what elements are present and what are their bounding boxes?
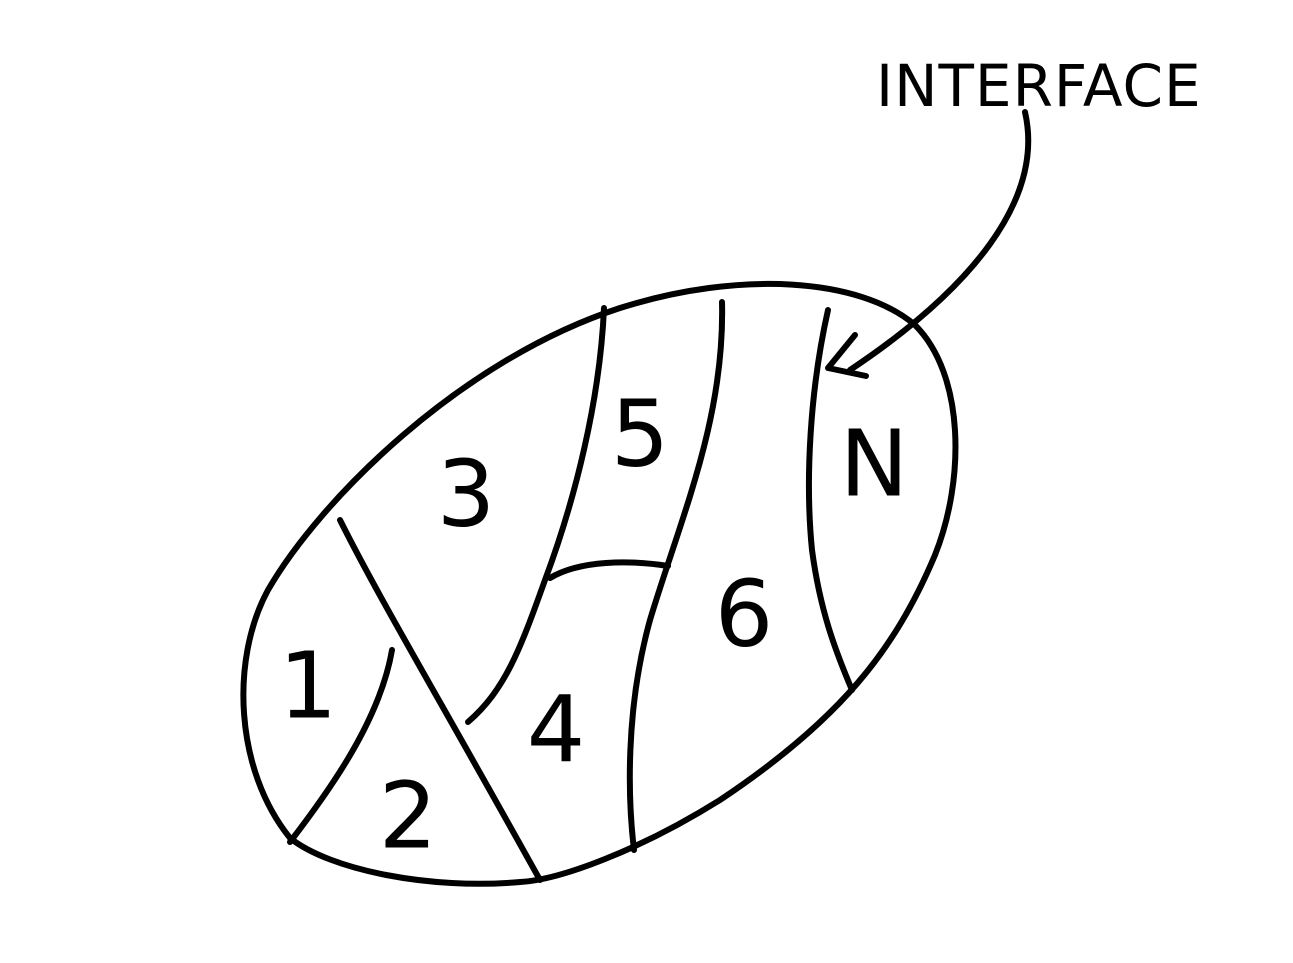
divider-5-6 bbox=[626, 299, 726, 853]
divider-3-5-4 bbox=[465, 305, 607, 725]
interface-callout-label: INTERFACE bbox=[876, 52, 1202, 120]
region-label-4: 4 bbox=[527, 676, 586, 783]
callout-arrow-line bbox=[847, 109, 1032, 373]
callout-arrowhead-icon bbox=[825, 332, 869, 379]
divider-5-4 bbox=[547, 559, 671, 581]
region-label-1: 1 bbox=[279, 632, 338, 739]
region-label-5: 5 bbox=[611, 380, 670, 487]
divider-6-n-interface bbox=[805, 307, 855, 693]
oval-boundary bbox=[240, 280, 959, 887]
region-label-2: 2 bbox=[379, 762, 438, 869]
region-label-n: N bbox=[840, 410, 909, 517]
divider-1-2 bbox=[287, 647, 395, 845]
divider-diagonal bbox=[337, 517, 543, 883]
region-label-3: 3 bbox=[437, 440, 496, 547]
region-label-6: 6 bbox=[715, 560, 774, 667]
